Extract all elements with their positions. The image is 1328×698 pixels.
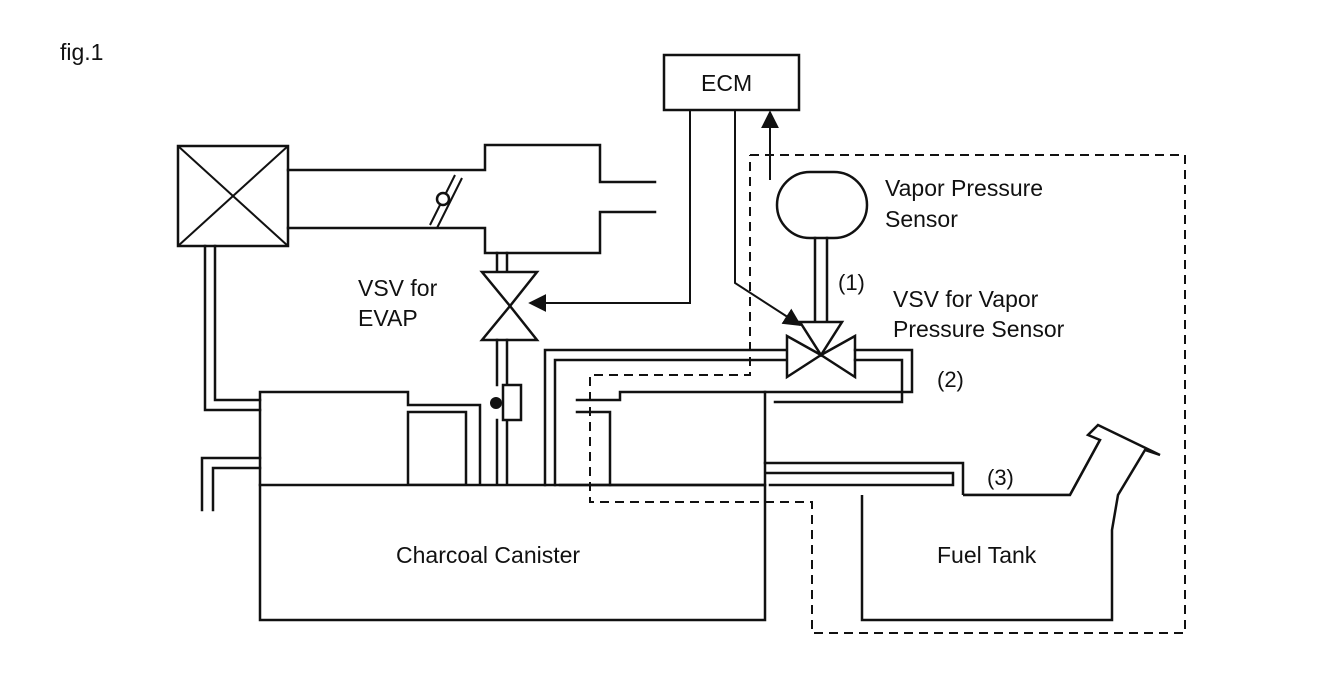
vsv-vapor-pressure-sensor-valve xyxy=(763,320,914,404)
vsv-evap-label-line1: VSV for xyxy=(358,275,438,301)
canister-atmosphere-port xyxy=(200,456,262,512)
air-cleaner xyxy=(176,144,290,248)
intake-manifold xyxy=(286,143,657,255)
callout-2: (2) xyxy=(937,367,964,392)
canister-vent-lines xyxy=(543,348,1102,497)
charcoal-canister: Charcoal Canister xyxy=(258,483,767,622)
vsv-evap-valve xyxy=(479,251,540,487)
vsv-evap-label-line2: EVAP xyxy=(358,305,418,331)
vsv-vps-label-line2: Pressure Sensor xyxy=(893,316,1065,342)
callout-3: (3) xyxy=(987,465,1014,490)
fuel-tank: Fuel Tank xyxy=(860,423,1161,622)
vsv-vps-label-line1: VSV for Vapor xyxy=(893,286,1039,312)
figure-label: fig.1 xyxy=(60,39,103,65)
charcoal-canister-label: Charcoal Canister xyxy=(396,542,580,568)
vapor-pressure-sensor-label-line2: Sensor xyxy=(885,206,958,232)
ecm-label: ECM xyxy=(701,70,752,96)
callout-1: (1) xyxy=(838,270,865,295)
fuel-vapor-boundary xyxy=(589,154,1186,634)
canister-top-ports xyxy=(258,390,482,487)
vapor-pressure-sensor-label-line1: Vapor Pressure xyxy=(885,175,1043,201)
fuel-tank-label: Fuel Tank xyxy=(937,542,1037,568)
air-cleaner-hose xyxy=(203,244,262,412)
ecm: ECM xyxy=(662,53,801,112)
ecm-signal-wires xyxy=(528,110,802,326)
vapor-pressure-sensor: Vapor Pressure Sensor xyxy=(775,170,1043,324)
